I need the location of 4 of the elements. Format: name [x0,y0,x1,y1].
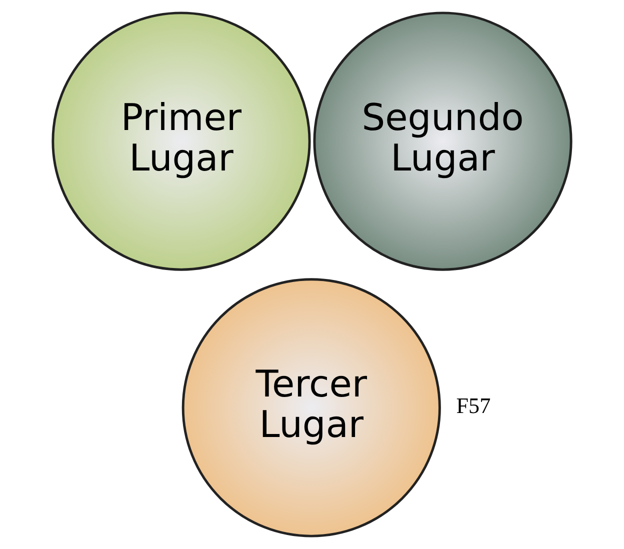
label: F57 [456,393,491,418]
node-circle: Segundo Lugar [313,12,572,271]
node-circle: Primer Lugar [52,12,311,271]
node-circle: Tercer Lugar [182,278,441,538]
